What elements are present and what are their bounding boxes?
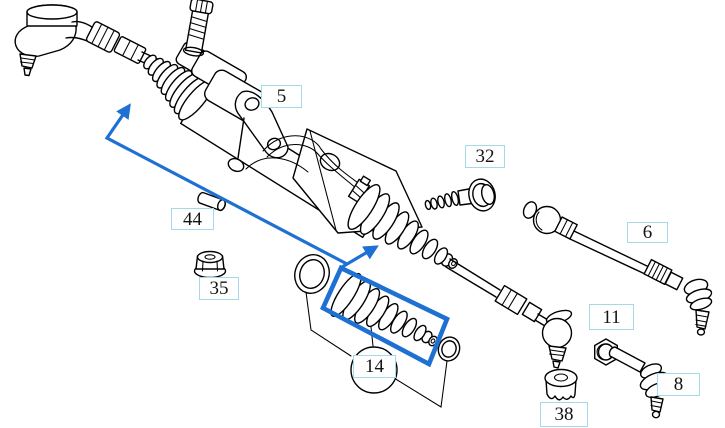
highlight-arrow-right-boot (341, 245, 379, 269)
inner-tie-rod-6-drawing (522, 201, 713, 336)
highlight-arrow-left-boot (104, 103, 348, 266)
callout-6[interactable]: 6 (627, 222, 668, 243)
small-clamp-ring-drawing (437, 336, 461, 362)
right-inner-tie-rod-drawing (445, 258, 549, 327)
callout-35[interactable]: 35 (199, 277, 239, 300)
pipe-fitting-drawing (347, 175, 372, 204)
kit-boot-drawing (330, 272, 438, 347)
steering-gear-assembly-drawing (14, 0, 573, 369)
steering-input-shaft-drawing (182, 0, 214, 57)
callout-44[interactable]: 44 (171, 208, 214, 230)
left-boot-drawing (143, 54, 214, 121)
right-tie-rod-end-drawing (541, 309, 573, 369)
tie-rod-lock-nut-drawing (85, 21, 121, 53)
callout-38[interactable]: 38 (540, 402, 588, 427)
callout-8[interactable]: 8 (657, 373, 700, 396)
callout-11[interactable]: 11 (589, 304, 634, 330)
callout-5[interactable]: 5 (261, 85, 302, 108)
flange-nut-38-drawing (544, 368, 578, 401)
bolt-32-drawing (424, 178, 496, 212)
flange-nut-35-drawing (193, 250, 227, 279)
boot-kit-drawing (294, 254, 461, 408)
large-clamp-ring-drawing (294, 254, 330, 294)
hex-nut-11-drawing (594, 338, 618, 366)
callout-32[interactable]: 32 (465, 145, 505, 168)
callout-14[interactable]: 14 (353, 355, 396, 378)
hydraulic-pipes-drawing (245, 135, 362, 190)
highlight-box-boot-kit (320, 264, 450, 368)
left-tie-rod-end-drawing (14, 4, 99, 77)
highlight-annotations (104, 103, 450, 368)
right-boot-drawing (347, 184, 459, 269)
kit-connector-lines (305, 291, 448, 408)
tie-rod-adjuster-drawing (113, 36, 147, 64)
